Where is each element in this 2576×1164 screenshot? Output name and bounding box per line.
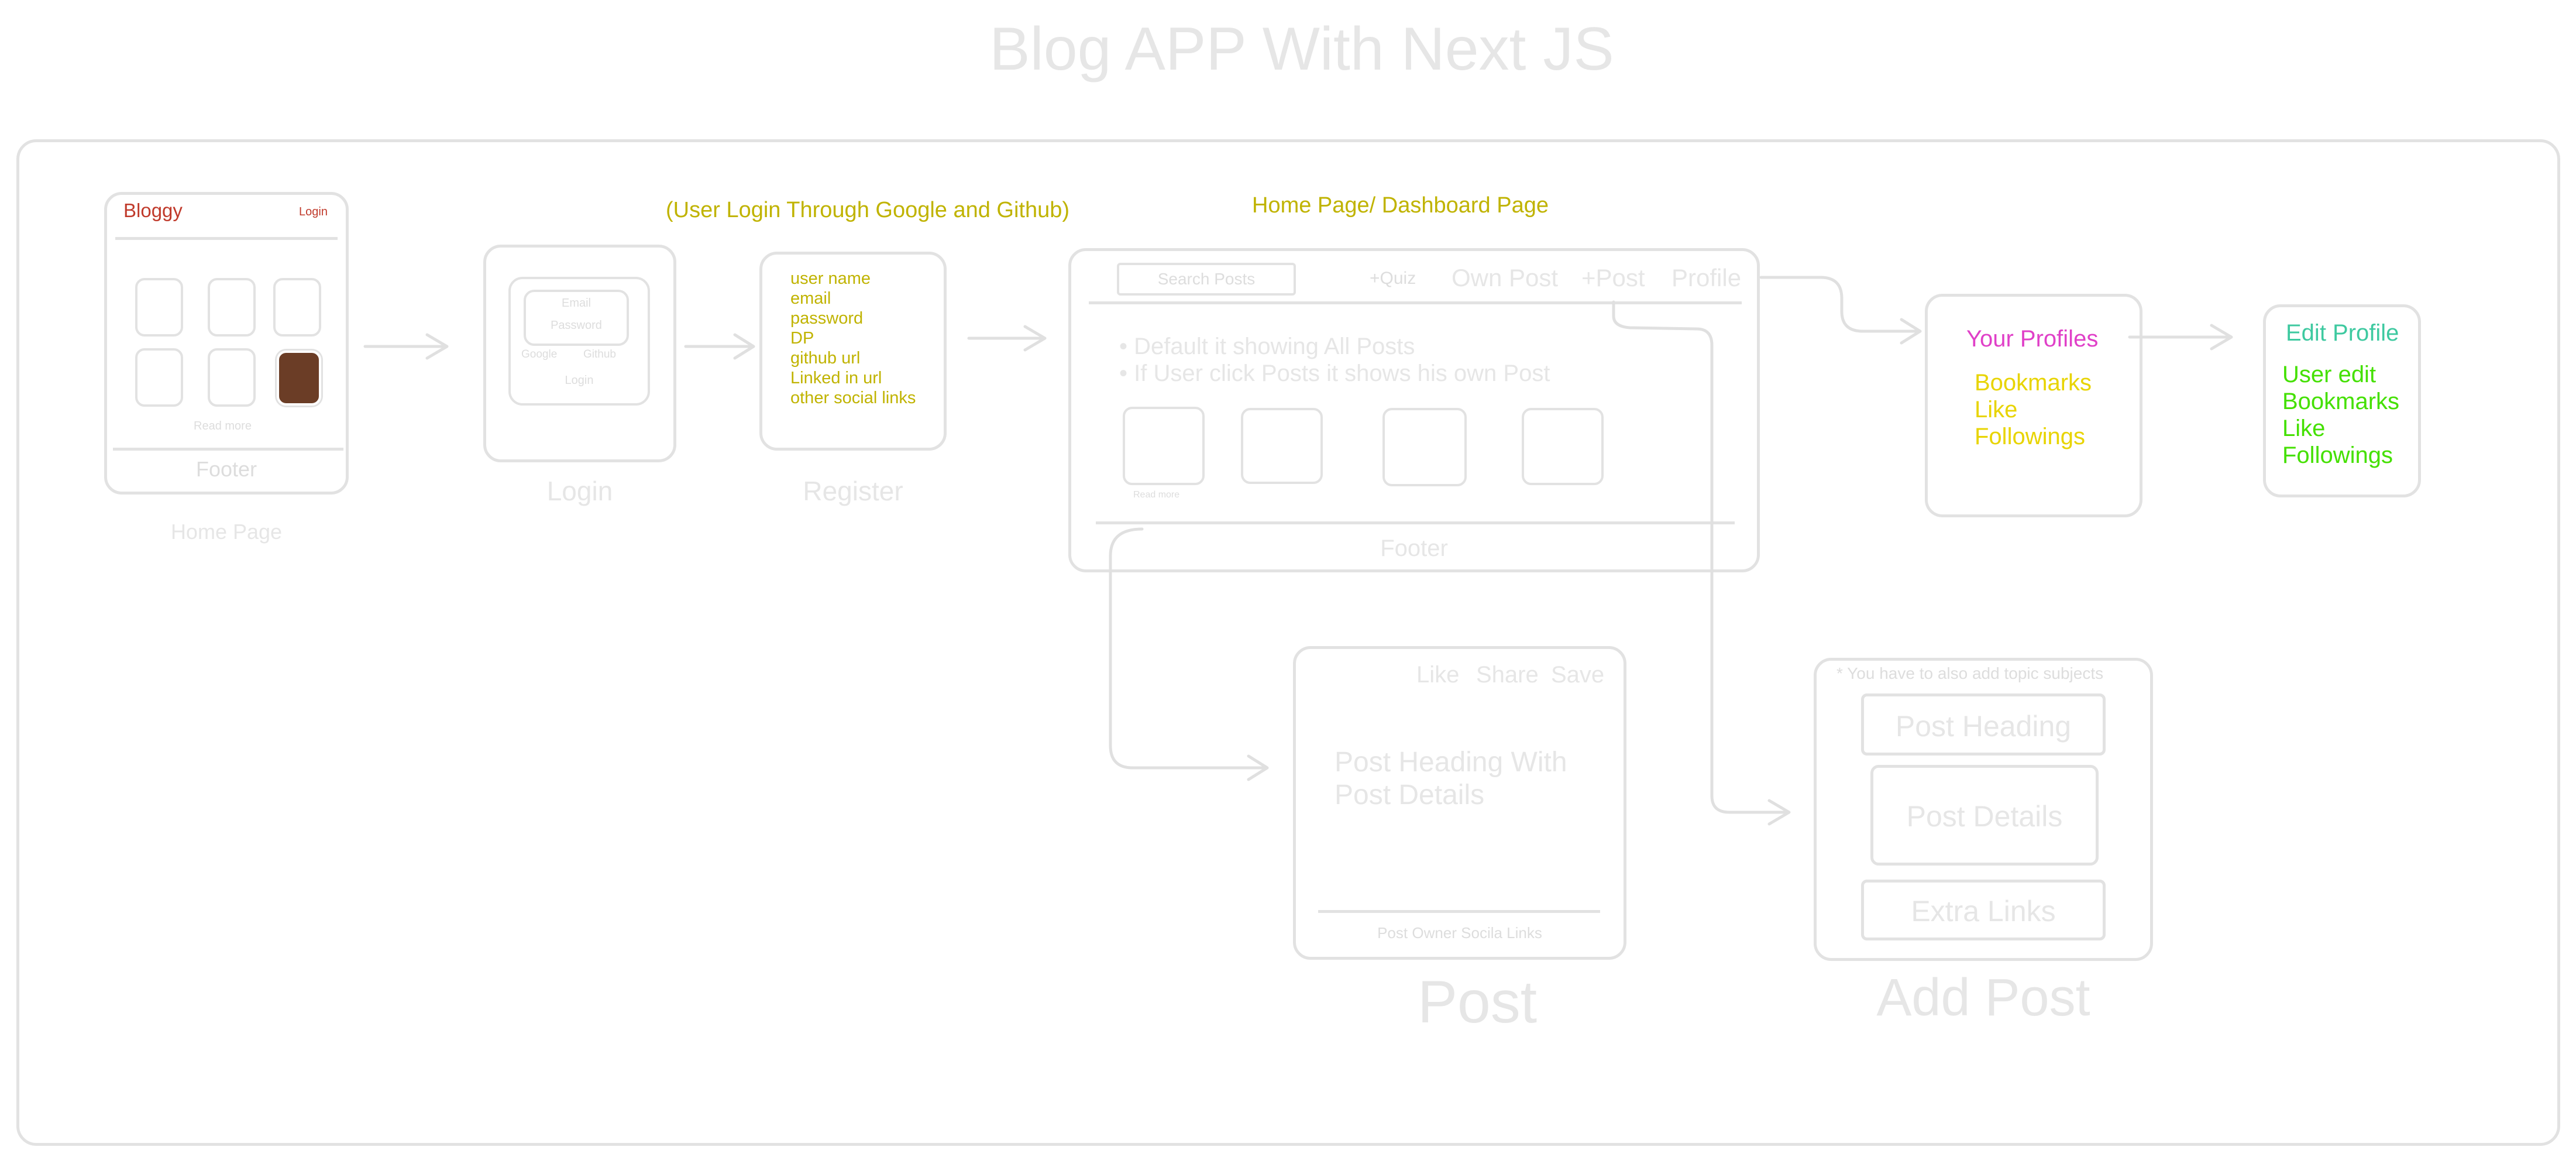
add-post-caption: Add Post [1876, 969, 2090, 1027]
dashboard-post-card[interactable] [1241, 408, 1323, 484]
dashboard-header-divider [1089, 301, 1742, 304]
post-caption: Post [1417, 969, 1538, 1035]
dashboard-note-2: • If User click Posts it shows his own P… [1119, 360, 1550, 386]
edit-profile-item[interactable]: User edit [2282, 362, 2376, 387]
post-share-button[interactable]: Share [1476, 662, 1539, 688]
register-field: github url [790, 349, 861, 368]
login-frame: Email Password Google Github Login [483, 245, 676, 462]
post-footer-divider [1318, 910, 1600, 913]
home-login-link[interactable]: Login [299, 205, 328, 218]
home-post-card[interactable] [135, 278, 183, 337]
dashboard-notes: • Default it showing All Posts • If User… [1119, 333, 1550, 387]
dashboard-read-more[interactable]: Read more [1133, 490, 1180, 500]
login-caption: Login [546, 476, 613, 506]
post-heading-line: Post Details [1335, 780, 1485, 811]
edit-profile-items: User edit Bookmarks Like Followings [2282, 361, 2399, 469]
dashboard-post-card[interactable] [1522, 408, 1604, 485]
dashboard-frame: Search Posts +Quiz Own Post +Post Profil… [1068, 248, 1760, 572]
post-like-button[interactable]: Like [1416, 662, 1460, 688]
home-footer: Footer [195, 457, 257, 481]
profiles-item[interactable]: Bookmarks [1975, 370, 2092, 396]
home-post-card-highlighted[interactable] [277, 351, 321, 406]
dashboard-post-card[interactable] [1123, 407, 1205, 485]
post-heading: Post Heading With Post Details [1335, 746, 1567, 812]
post-details-field[interactable]: Post Details [1870, 765, 2099, 866]
home-post-card[interactable] [208, 278, 256, 337]
register-caption: Register [803, 476, 903, 506]
register-fields-list: user name email password DP github url L… [790, 269, 916, 408]
add-post-frame: * You have to also add topic subjects Po… [1814, 658, 2153, 961]
register-field: email [790, 289, 831, 308]
diagram-title: Blog APP With Next JS [989, 15, 1614, 83]
post-heading-field-label: Post Heading [1895, 710, 2072, 743]
profiles-title: Your Profiles [1966, 326, 2099, 352]
home-footer-divider [113, 448, 343, 451]
dashboard-post-card[interactable] [1382, 408, 1467, 486]
home-post-card[interactable] [273, 278, 321, 337]
post-frame: Like Share Save Post Heading With Post D… [1293, 646, 1626, 960]
home-post-card[interactable] [135, 348, 183, 407]
outer-frame [16, 139, 2560, 1146]
login-credentials-box: Email Password [524, 290, 629, 346]
post-owner-links: Post Owner Socila Links [1377, 924, 1542, 942]
login-github-button[interactable]: Github [583, 348, 616, 360]
register-field: Linked in url [790, 369, 882, 387]
dashboard-note-1: • Default it showing All Posts [1119, 334, 1415, 359]
dashboard-footer: Footer [1380, 535, 1448, 561]
home-post-card[interactable] [208, 348, 256, 407]
login-email-field[interactable]: Email [561, 297, 591, 310]
search-placeholder: Search Posts [1157, 270, 1256, 288]
dashboard-heading: Home Page/ Dashboard Page [1252, 193, 1549, 218]
post-details-field-label: Post Details [1906, 800, 2063, 833]
home-page-caption: Home Page [170, 520, 283, 544]
nav-add-post-button[interactable]: +Post [1581, 264, 1645, 291]
add-post-note: * You have to also add topic subjects [1836, 664, 2104, 682]
login-password-field[interactable]: Password [551, 319, 602, 332]
register-frame: user name email password DP github url L… [759, 252, 947, 451]
edit-profile-title: Edit Profile [2286, 320, 2399, 346]
extra-links-field-label: Extra Links [1911, 895, 2056, 928]
login-google-button[interactable]: Google [521, 348, 558, 360]
nav-quiz-button[interactable]: +Quiz [1370, 269, 1416, 288]
nav-own-post-tab[interactable]: Own Post [1452, 264, 1559, 291]
dashboard-footer-divider [1096, 521, 1735, 524]
edit-profile-item[interactable]: Followings [2282, 442, 2393, 468]
home-read-more[interactable]: Read more [194, 420, 252, 432]
profiles-item[interactable]: Followings [1975, 424, 2085, 449]
nav-profile-tab[interactable]: Profile [1672, 264, 1742, 291]
extra-links-field[interactable]: Extra Links [1861, 880, 2106, 940]
edit-profile-frame: Edit Profile User edit Bookmarks Like Fo… [2263, 304, 2421, 497]
profiles-items: Bookmarks Like Followings [1975, 369, 2092, 450]
login-form-box: Email Password Google Github Login [508, 277, 650, 406]
edit-profile-item[interactable]: Like [2282, 416, 2326, 441]
register-field: password [790, 309, 864, 328]
profiles-item[interactable]: Like [1975, 397, 2018, 423]
post-heading-field[interactable]: Post Heading [1861, 693, 2106, 756]
dashboard-search-input[interactable]: Search Posts [1117, 263, 1296, 296]
register-field: other social links [790, 389, 916, 407]
home-header-divider [115, 237, 338, 240]
login-submit-button[interactable]: Login [565, 374, 594, 387]
home-page-frame: Bloggy Login Read more Footer [104, 192, 349, 495]
post-heading-line: Post Heading With [1335, 747, 1567, 778]
oauth-note: (User Login Through Google and Github) [666, 198, 1070, 222]
post-save-button[interactable]: Save [1551, 662, 1605, 688]
profiles-frame: Your Profiles Bookmarks Like Followings [1925, 294, 2142, 517]
register-field: DP [790, 329, 814, 348]
home-brand: Bloggy [123, 200, 183, 221]
edit-profile-item[interactable]: Bookmarks [2282, 389, 2400, 414]
register-field: user name [790, 269, 871, 288]
